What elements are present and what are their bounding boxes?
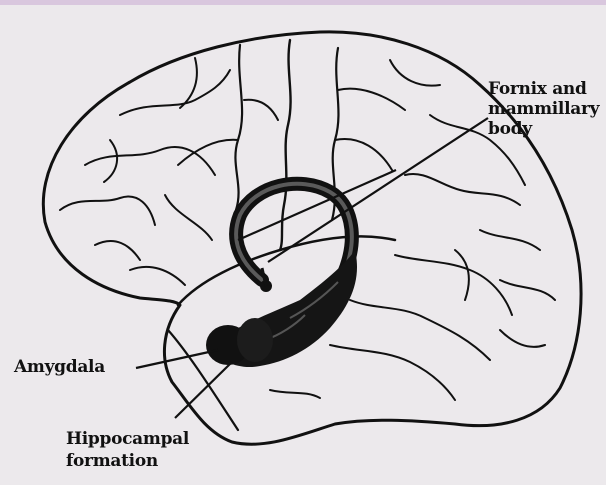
sylvian-fissure [178,236,395,305]
fornix-label-line-3: body [488,120,532,139]
hippocampal-label-line-2: formation [66,452,158,471]
fornix-label-line-2: mammillary [488,100,599,119]
amygdala-label: Amygdala [14,358,105,377]
hippocampal-label-line-1: Hippocampal [66,430,189,449]
amygdala-leader-line [136,350,218,368]
fornix-label-line-1: Fornix and [488,80,587,99]
precentral-sulcus [235,45,242,210]
